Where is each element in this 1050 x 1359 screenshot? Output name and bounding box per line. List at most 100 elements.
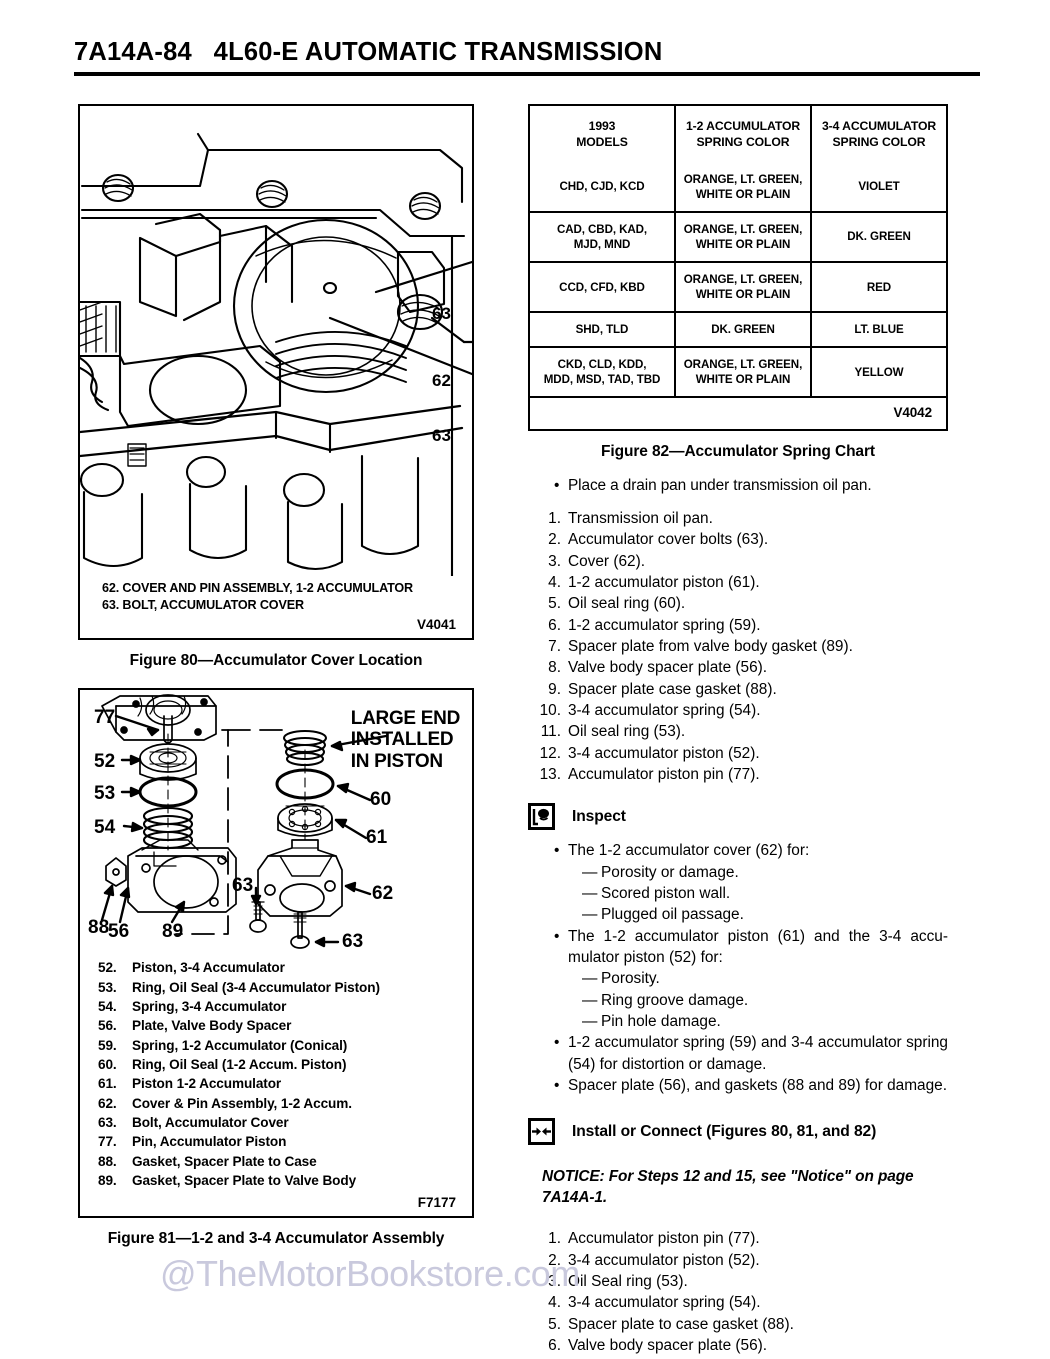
figure-81-note: LARGE END INSTALLED IN PISTON	[350, 708, 461, 772]
list-item: 6.Valve body spacer plate (56).	[548, 1336, 768, 1354]
figure-82-caption: Figure 82—Accumulator Spring Chart	[601, 442, 875, 460]
list-item: 7.Spacer plate from valve body gasket (8…	[548, 638, 853, 656]
legend-text: Piston 1-2 Accumulator	[132, 1076, 282, 1092]
figure-80-legend: 62. COVER AND PIN ASSEMBLY, 1-2 ACCUMULA…	[80, 576, 472, 613]
legend-text: Spring, 3-4 Accumulator	[132, 998, 287, 1014]
legend-number: 56.	[98, 1018, 117, 1034]
list-item: 11.Oil seal ring (53).	[540, 723, 686, 741]
column-header-spring-34: 3-4 ACCUMULATOR SPRING COLOR	[821, 119, 937, 149]
cell-models: SHD, TLD	[529, 312, 676, 349]
legend-text: Ring, Oil Seal (1-2 Accum. Piston)	[132, 1057, 347, 1073]
dash-icon: —	[582, 970, 598, 988]
column-header-spring-12: 1-2 ACCUMULATOR SPRING COLOR	[675, 105, 812, 163]
table-code-row: V4042	[529, 397, 947, 430]
legend-number: 60.	[98, 1057, 117, 1073]
list-item: 2.3-4 accumulator piston (52).	[548, 1251, 760, 1269]
legend-number: 59.	[98, 1037, 117, 1053]
legend-row: 52.Piston, 3-4 Accumulator	[98, 958, 472, 977]
column-header-models: 1993 MODELS	[529, 105, 676, 163]
list-item: —Porosity.	[582, 968, 948, 989]
list-item: 5.Spacer plate to case gasket (88).	[548, 1315, 794, 1333]
cell-models: CKD, CLD, KDD,MDD, MSD, TAD, TBD	[529, 347, 676, 399]
figure-80-legend-item: 62. COVER AND PIN ASSEMBLY, 1-2 ACCUMULA…	[102, 581, 414, 595]
dash-icon: —	[582, 863, 598, 881]
legend-number: 61.	[98, 1076, 117, 1092]
dash-icon: —	[582, 1013, 598, 1031]
figure-81-callout-53: 53	[94, 783, 116, 805]
cell-spring-12: ORANGE, LT. GREEN,WHITE OR PLAIN	[675, 347, 812, 399]
remove-bullet: • Place a drain pan under transmission o…	[528, 475, 948, 496]
cell-spring-34: DK. GREEN	[811, 211, 947, 263]
header-rule	[74, 72, 980, 77]
inspect-eye-icon	[528, 803, 555, 831]
legend-text: Gasket, Spacer Plate to Case	[132, 1153, 317, 1169]
figure-81-callout-56: 56	[108, 921, 130, 943]
install-steps-list: 1.Accumulator piston pin (77). 2.3-4 acc…	[528, 1228, 948, 1356]
legend-text: Piston, 3-4 Accumulator	[132, 960, 285, 976]
legend-row: 56. Plate, Valve Body Spacer	[98, 1016, 472, 1035]
legend-text: Bolt, Accumulator Cover	[132, 1115, 289, 1131]
page-header: 7A14A-84 4L60-E AUTOMATIC TRANSMISSION	[74, 38, 980, 77]
bullet-dot-icon: •	[554, 1077, 560, 1095]
figure-81-callout-62: 62	[372, 883, 394, 905]
list-item: —Ring groove damage.	[582, 990, 948, 1011]
table-row: CCD, CFD, KBD ORANGE, LT. GREEN,WHITE OR…	[529, 261, 947, 314]
figure-81-callout-89: 89	[162, 921, 184, 943]
list-item: 4.1-2 accumulator piston (61).	[548, 574, 760, 592]
figure-81-callout-60: 60	[370, 789, 392, 811]
install-connect-heading: Install or Connect (Figures 80, 81, and …	[528, 1118, 948, 1146]
list-item: 6.1-2 accumulator spring (59).	[548, 616, 761, 634]
legend-text: Cover & Pin Assembly, 1-2 Accum.	[132, 1095, 352, 1111]
figure-80-callout-62: 62	[432, 371, 451, 390]
figure-80-box: 63 62 63 62. COVER AND PIN ASSEMBLY, 1-2…	[78, 104, 474, 641]
legend-row: 54. Spring, 3-4 Accumulator	[98, 997, 472, 1016]
cell-spring-34: RED	[811, 261, 947, 314]
cell-spring-12: DK. GREEN	[675, 312, 812, 349]
dash-icon: —	[582, 885, 598, 903]
legend-row: 63.Bolt, Accumulator Cover	[98, 1113, 472, 1132]
legend-row: 89.Gasket, Spacer Plate to Valve Body	[98, 1171, 472, 1190]
table-row: SHD, TLD DK. GREEN LT. BLUE	[529, 312, 947, 349]
list-item: 12.3-4 accumulator piston (52).	[539, 744, 760, 762]
site-watermark: @TheMotorBookstore.com	[160, 1253, 580, 1294]
notice-text: NOTICE: For Steps 12 and 15, see "Notice…	[542, 1168, 914, 1206]
dash-icon: —	[582, 991, 598, 1009]
legend-number: 53.	[98, 979, 117, 995]
list-item: —Scored piston wall.	[582, 883, 948, 904]
list-item: 5.Oil seal ring (60).	[548, 595, 686, 613]
table-row: CHD, CJD, KCD ORANGE, LT. GREEN,WHITE OR…	[529, 162, 947, 213]
legend-row: 61. Piston 1-2 Accumulator	[98, 1074, 472, 1093]
left-column: 63 62 63 62. COVER AND PIN ASSEMBLY, 1-2…	[78, 104, 474, 1248]
bullet-dot-icon: •	[554, 842, 560, 860]
inspect-sub-list: —Porosity or damage. —Scored piston wall…	[554, 862, 948, 926]
install-connect-heading-label: Install or Connect (Figures 80, 81, and …	[572, 1122, 877, 1140]
figure-80-callout-63a: 63	[432, 304, 451, 323]
table-row: CAD, CBD, KAD,MJD, MND ORANGE, LT. GREEN…	[529, 211, 947, 263]
list-item: —Porosity or damage.	[582, 862, 948, 883]
list-item: 3.Cover (62).	[548, 552, 645, 570]
legend-text: Plate, Valve Body Spacer	[132, 1018, 292, 1034]
bullet-dot-icon: •	[554, 1034, 560, 1052]
remove-bullet-text: Place a drain pan under transmission oil…	[568, 476, 872, 494]
list-item: 2.Accumulator cover bolts (63).	[548, 531, 769, 549]
figure-80-artwork: 63 62 63	[80, 106, 472, 576]
legend-number: 77.	[98, 1134, 117, 1150]
legend-row: 88.Gasket, Spacer Plate to Case	[98, 1152, 472, 1171]
figure-80-art-code: V4041	[416, 617, 456, 633]
figure-81-note-line: IN PISTON	[350, 750, 443, 772]
legend-number: 54.	[98, 998, 117, 1014]
legend-text: Gasket, Spacer Plate to Valve Body	[132, 1173, 357, 1189]
figure-80-legend-item: 63. BOLT, ACCUMULATOR COVER	[102, 597, 304, 612]
list-item: •The 1-2 accumulator cover (62) for:	[554, 840, 948, 861]
figure-81-box: LARGE END INSTALLED IN PISTON 77 52 53 5…	[78, 688, 474, 1218]
figure-81-callout-63b: 63	[342, 931, 364, 953]
legend-text: Spring, 1-2 Accumulator (Conical)	[132, 1037, 348, 1053]
table-row: CKD, CLD, KDD,MDD, MSD, TAD, TBD ORANGE,…	[529, 347, 947, 399]
legend-row: 62. Cover & Pin Assembly, 1-2 Accum.	[98, 1094, 472, 1113]
list-item: —Plugged oil passage.	[582, 904, 948, 925]
page-title: 7A14A-84 4L60-E AUTOMATIC TRANSMISSION	[74, 38, 663, 66]
cell-spring-34: VIOLET	[811, 162, 947, 213]
legend-number: 62.	[98, 1095, 117, 1111]
figure-81-note-line: LARGE END	[350, 708, 461, 730]
bullet-dot-icon: •	[554, 927, 560, 945]
